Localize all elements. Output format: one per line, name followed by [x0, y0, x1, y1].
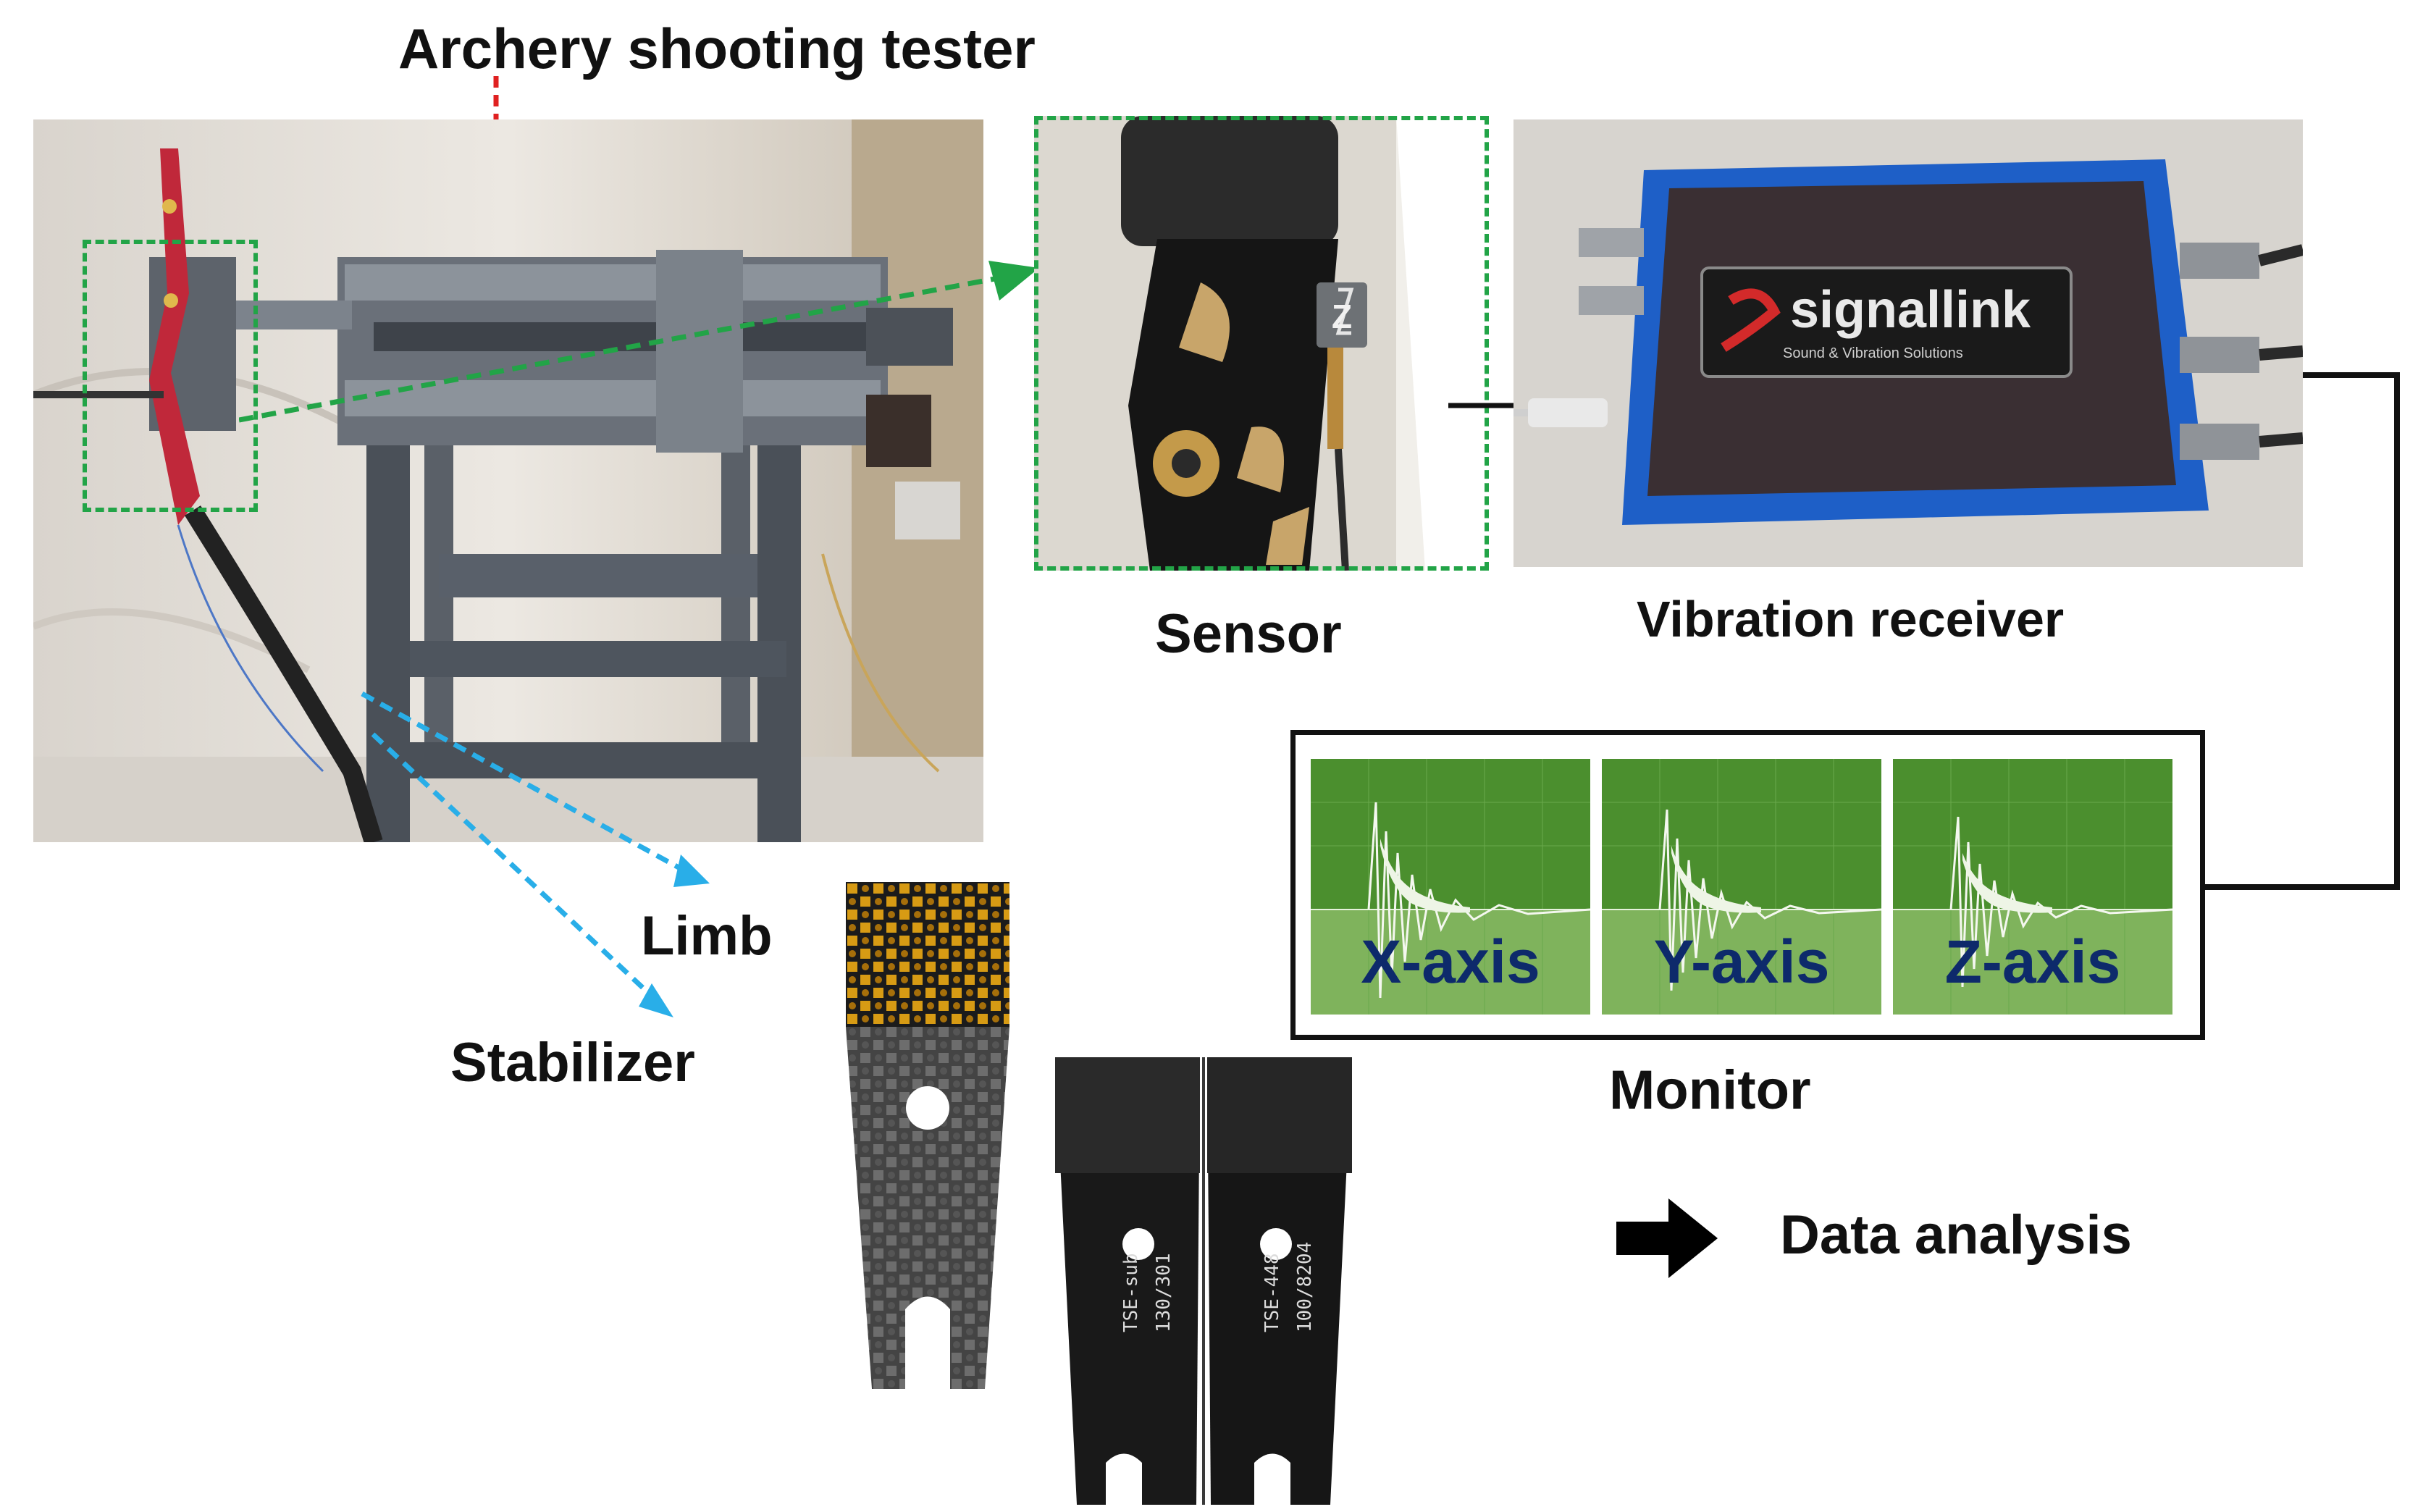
limb-specimen-pattern — [846, 882, 1009, 1389]
tester-photo — [33, 119, 983, 842]
receiver-monitor-cable — [2201, 372, 2400, 890]
sensor-link-arrow — [239, 261, 1039, 423]
sensor-badge: Z — [1331, 298, 1353, 335]
z-axis-panel: Z-axis — [1893, 759, 2172, 1015]
z-axis-label: Z-axis — [1944, 928, 2121, 996]
sensor-photo: Z — [1034, 116, 1489, 571]
y-axis-label: Y-axis — [1653, 928, 1830, 996]
tester-label: Archery shooting tester — [398, 17, 1036, 80]
data-analysis-label: Data analysis — [1780, 1204, 2132, 1266]
receiver-photo: signallink Sound & Vibration Solutions — [1513, 119, 2303, 567]
limb-right-handwriting-1: TSE-448 — [1261, 1253, 1283, 1332]
x-axis-label: X-axis — [1361, 928, 1540, 996]
receiver-brand-name: signallink — [1790, 281, 2031, 339]
limb-left-handwriting-2: 130/301 — [1153, 1253, 1175, 1332]
stabilizer-label: Stabilizer — [450, 1032, 695, 1093]
limb-left-handwriting-1: TSE-sub — [1120, 1253, 1142, 1332]
data-analysis-arrow-icon — [1616, 1198, 1718, 1278]
receiver-label: Vibration receiver — [1637, 591, 2065, 647]
limb-stabilizer-arrows — [361, 691, 710, 1017]
sensor-frame — [1034, 116, 1489, 571]
y-axis-panel: Y-axis — [1602, 759, 1881, 1015]
x-axis-panel: X-axis — [1311, 759, 1590, 1015]
sensor-label: Sensor — [1155, 603, 1342, 665]
monitor-label: Monitor — [1609, 1059, 1811, 1121]
receiver-brand-tagline: Sound & Vibration Solutions — [1783, 345, 1963, 361]
limb-right-handwriting-2: 100/8204 — [1294, 1241, 1316, 1332]
sensor-location-highlight — [83, 240, 258, 512]
limb-specimen-photo: TSE-sub 130/301 TSE-448 100/8204 — [1051, 1057, 1356, 1505]
limb-label: Limb — [641, 905, 773, 967]
